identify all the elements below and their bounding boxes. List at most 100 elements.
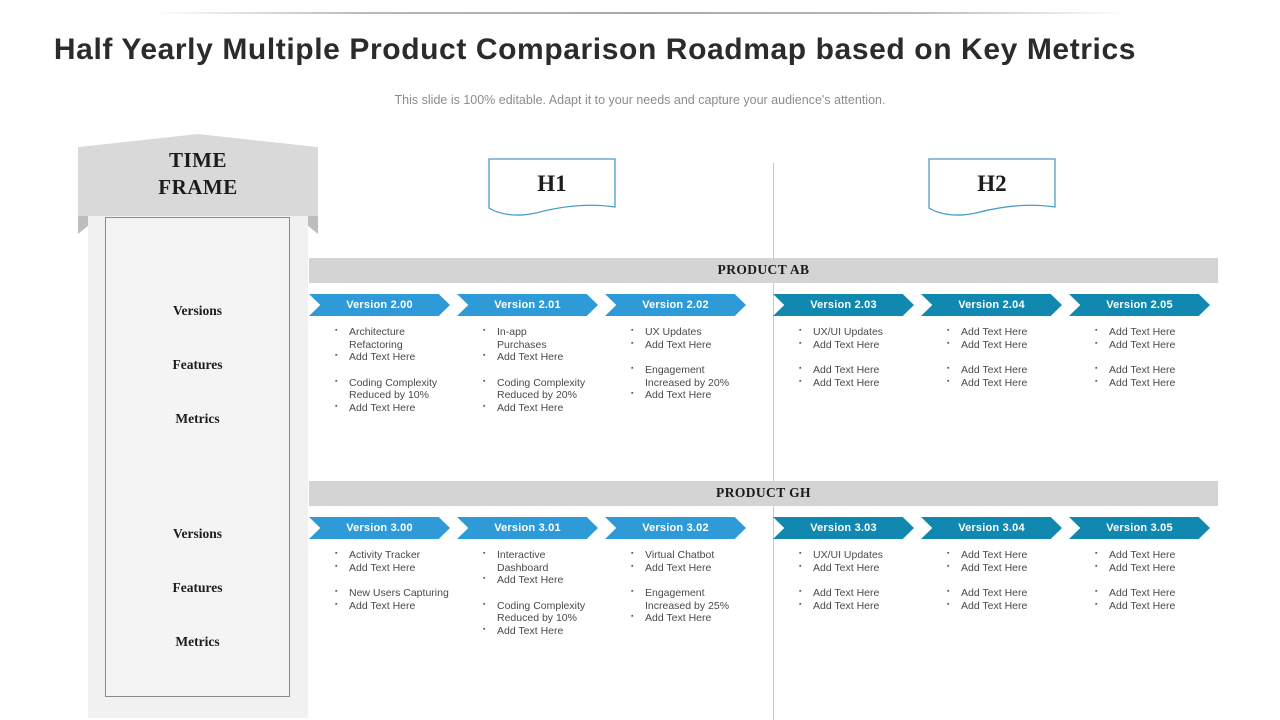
bullet-item: UX Updates — [625, 325, 766, 339]
time-frame-inner-box — [105, 217, 290, 697]
bullet-column: Activity TrackerAdd Text HereNew Users C… — [329, 548, 470, 625]
bullet-item: Add Text Here — [1089, 548, 1230, 562]
bullet-group: Add Text HereAdd Text Here — [1089, 363, 1230, 389]
version-chevron-label: Version 2.04 — [958, 299, 1025, 311]
bullet-item: Refactoring — [349, 338, 403, 351]
version-chevron-label: Version 3.05 — [1106, 522, 1173, 534]
version-chevron-version-3-04[interactable]: Version 3.04 — [921, 517, 1062, 539]
product-band-ab: PRODUCT AB — [309, 258, 1218, 283]
half-header-h2-label: H2 — [977, 171, 1007, 196]
bullet-item: Add Text Here — [941, 376, 1082, 390]
bullet-item: UX/UI Updates — [793, 325, 934, 339]
bullet-item: Add Text Here — [625, 611, 766, 625]
bullet-item: Add Text Here — [329, 561, 470, 575]
bullet-item: Add Text Here — [625, 388, 766, 402]
bullet-item: Add Text Here — [329, 401, 470, 415]
bullet-item: Add Text Here — [793, 599, 934, 613]
bullet-column: InteractiveDashboardAdd Text HereCoding … — [477, 548, 618, 651]
bullet-item: Add Text Here — [793, 376, 934, 390]
page-subtitle: This slide is 100% editable. Adapt it to… — [394, 93, 886, 107]
bullet-item: Add Text Here — [793, 561, 934, 575]
bullet-item: Add Text Here — [1089, 325, 1230, 339]
bullet-item: Increased by 20% — [645, 376, 730, 389]
bullet-item: Add Text Here — [1089, 338, 1230, 352]
version-chevron-label: Version 3.02 — [642, 522, 709, 534]
bullet-item: Add Text Here — [329, 350, 470, 364]
bullet-item: Add Text Here — [477, 401, 618, 415]
top-divider-rule — [150, 12, 1130, 14]
bullet-item: Add Text Here — [793, 586, 934, 600]
version-chevron-version-2-04[interactable]: Version 2.04 — [921, 294, 1062, 316]
bullet-item: Dashboard — [497, 561, 549, 574]
bullet-group: Add Text HereAdd Text Here — [941, 363, 1082, 390]
bullet-item: UX/UI Updates — [793, 548, 934, 562]
bullet-item: Add Text Here — [941, 586, 1082, 600]
bullet-group: Virtual ChatbotAdd Text Here — [625, 548, 766, 574]
time-frame-title-line1: TIME — [168, 148, 227, 172]
bullet-item: Add Text Here — [477, 350, 618, 364]
version-chevron-version-2-02[interactable]: Version 2.02 — [605, 294, 746, 316]
time-frame-label-metrics-2: Metrics — [175, 411, 220, 426]
version-row-gh: Version 3.00 Version 3.01 Version 3.02 Vers… — [309, 517, 1218, 539]
bullet-item: Activity Tracker — [329, 548, 470, 562]
half-header-h1-label: H1 — [537, 171, 567, 196]
bullet-item: Add Text Here — [941, 325, 1082, 339]
version-chevron-label: Version 3.00 — [346, 522, 413, 534]
version-chevron-version-3-01[interactable]: Version 3.01 — [457, 517, 598, 539]
version-chevron-label: Version 2.05 — [1106, 299, 1173, 311]
version-chevron-label: Version 2.00 — [346, 299, 413, 311]
version-chevron-version-3-02[interactable]: Version 3.02 — [605, 517, 746, 539]
bullet-column: Add Text HereAdd Text HereAdd Text HereA… — [1089, 325, 1230, 402]
bullet-item: Interactive — [477, 548, 618, 562]
bullet-item: Add Text Here — [793, 363, 934, 377]
bullet-group: New Users CapturingAdd Text Here — [329, 586, 470, 613]
version-chevron-version-2-01[interactable]: Version 2.01 — [457, 294, 598, 316]
half-header-shape-icon — [928, 158, 1056, 216]
bullet-item: Reduced by 10% — [497, 612, 577, 625]
version-chevron-version-2-03[interactable]: Version 2.03 — [773, 294, 914, 316]
bullet-group: ArchitectureRefactoringAdd Text Here — [329, 325, 470, 364]
product-band-gh: PRODUCT GH — [309, 481, 1218, 506]
version-chevron-version-3-00[interactable]: Version 3.00 — [309, 517, 450, 539]
bullet-group: Add Text HereAdd Text Here — [793, 363, 934, 390]
version-chevron-version-3-05[interactable]: Version 3.05 — [1069, 517, 1210, 539]
product-band-label-gh: PRODUCT GH — [716, 485, 811, 500]
product-band-label-ab: PRODUCT AB — [717, 262, 810, 277]
product-section-ab: PRODUCT AB Version 2.00 Version 2.01 Versio… — [309, 258, 1218, 444]
bullet-group: UX/UI UpdatesAdd Text Here — [793, 325, 934, 352]
bullet-column: Add Text HereAdd Text HereAdd Text HereA… — [941, 325, 1082, 402]
bullet-group: Add Text HereAdd Text Here — [941, 586, 1082, 613]
bullet-item: Add Text Here — [477, 573, 618, 587]
bullet-item: Add Text Here — [793, 338, 934, 352]
bullet-columns-gh: Activity TrackerAdd Text HereNew Users C… — [309, 548, 1218, 667]
half-header-h2[interactable]: H2 — [928, 158, 1056, 217]
version-chevron-version-2-00[interactable]: Version 2.00 — [309, 294, 450, 316]
bullet-item: In-app — [477, 325, 618, 339]
time-frame-banner — [78, 134, 318, 216]
bullet-columns-ab: ArchitectureRefactoringAdd Text HereCodi… — [309, 325, 1218, 444]
bullet-item: Add Text Here — [477, 624, 618, 638]
bullet-group: Add Text HereAdd Text Here — [941, 325, 1082, 352]
bullet-item: Add Text Here — [941, 599, 1082, 613]
bullet-item: Add Text Here — [329, 599, 470, 613]
bullet-group: UX UpdatesAdd Text Here — [625, 325, 766, 351]
bullet-item: Engagement — [625, 586, 766, 600]
bullet-group: Activity TrackerAdd Text Here — [329, 548, 470, 575]
version-chevron-version-3-03[interactable]: Version 3.03 — [773, 517, 914, 539]
bullet-column: In-appPurchasesAdd Text HereCoding Compl… — [477, 325, 618, 428]
bullet-item: Add Text Here — [941, 548, 1082, 562]
bullet-item: Increased by 25% — [645, 599, 730, 612]
version-chevron-label: Version 2.02 — [642, 299, 709, 311]
bullet-item: Reduced by 10% — [349, 389, 429, 402]
bullet-item: Add Text Here — [1089, 599, 1230, 613]
bullet-group: Add Text HereAdd Text Here — [1089, 548, 1230, 574]
bullet-item: Add Text Here — [941, 338, 1082, 352]
bullet-item: Add Text Here — [1089, 586, 1230, 600]
half-header-h1[interactable]: H1 — [488, 158, 616, 217]
version-chevron-version-2-05[interactable]: Version 2.05 — [1069, 294, 1210, 316]
bullet-item: Engagement — [625, 363, 766, 377]
bullet-column: Add Text HereAdd Text HereAdd Text HereA… — [941, 548, 1082, 625]
